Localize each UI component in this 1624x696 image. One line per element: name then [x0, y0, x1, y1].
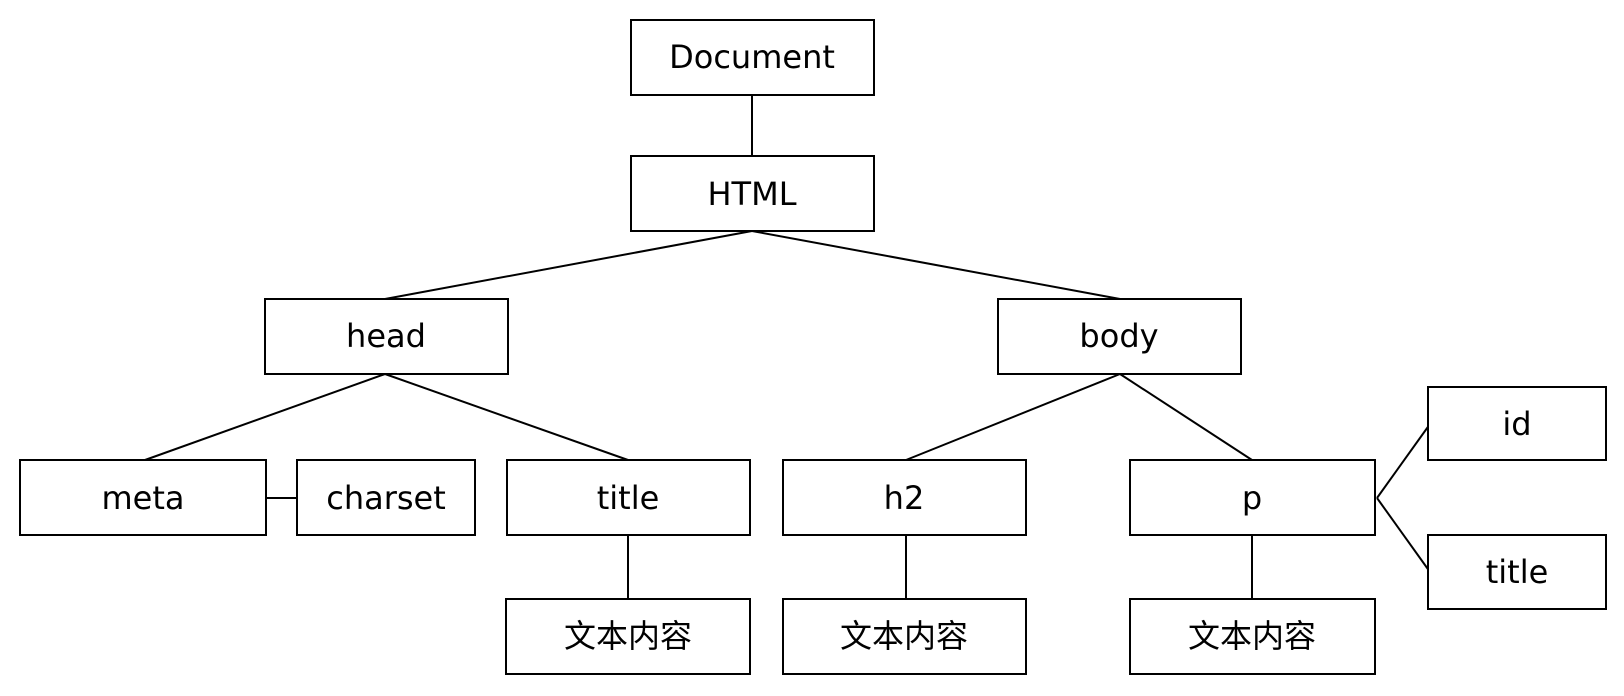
edge-html-body: [751, 230, 1121, 300]
edge-body-p: [1119, 373, 1253, 461]
node-box: [506, 459, 751, 536]
node-meta: meta: [19, 459, 267, 536]
node-p-text: 文本内容: [1129, 598, 1376, 675]
node-label: id: [1502, 405, 1531, 443]
node-label: HTML: [707, 175, 796, 213]
node-box: [296, 459, 476, 536]
edge-p-title: [1376, 497, 1431, 573]
node-label: Document: [669, 38, 835, 76]
node-box: [630, 155, 875, 232]
node-document: Document: [630, 19, 875, 96]
edge-p-id: [1376, 423, 1431, 499]
node-label: head: [346, 317, 426, 355]
node-label: 文本内容: [840, 617, 968, 655]
node-label: p: [1242, 479, 1262, 517]
node-label: meta: [101, 479, 184, 517]
node-label: charset: [326, 479, 446, 517]
node-id: id: [1427, 386, 1607, 461]
edge-html-head: [384, 230, 753, 300]
node-box: [1129, 598, 1376, 675]
node-title-text: 文本内容: [505, 598, 751, 675]
node-label: title: [597, 479, 660, 517]
node-head: head: [264, 298, 509, 375]
node-h2-text: 文本内容: [782, 598, 1027, 675]
node-p-title: title: [1427, 534, 1607, 610]
node-label: h2: [884, 479, 925, 517]
node-html: HTML: [630, 155, 875, 232]
edge-head-title: [384, 373, 629, 461]
node-label: 文本内容: [564, 617, 692, 655]
node-box: [264, 298, 509, 375]
node-box: [1427, 534, 1607, 610]
node-body: body: [997, 298, 1242, 375]
node-box: [782, 459, 1027, 536]
node-p: p: [1129, 459, 1376, 536]
node-title: title: [506, 459, 751, 536]
node-box: [782, 598, 1027, 675]
node-box: [505, 598, 751, 675]
edge-body-h2: [905, 373, 1121, 461]
edge-head-meta: [144, 373, 386, 461]
node-box: [1129, 459, 1376, 536]
node-label: 文本内容: [1188, 617, 1316, 655]
node-h2: h2: [782, 459, 1027, 536]
node-label: body: [1079, 317, 1158, 355]
node-box: [997, 298, 1242, 375]
connectors: [144, 95, 1431, 599]
node-label: title: [1486, 553, 1549, 591]
node-box: [630, 19, 875, 96]
node-box: [19, 459, 267, 536]
node-charset: charset: [296, 459, 476, 536]
node-box: [1427, 386, 1607, 461]
